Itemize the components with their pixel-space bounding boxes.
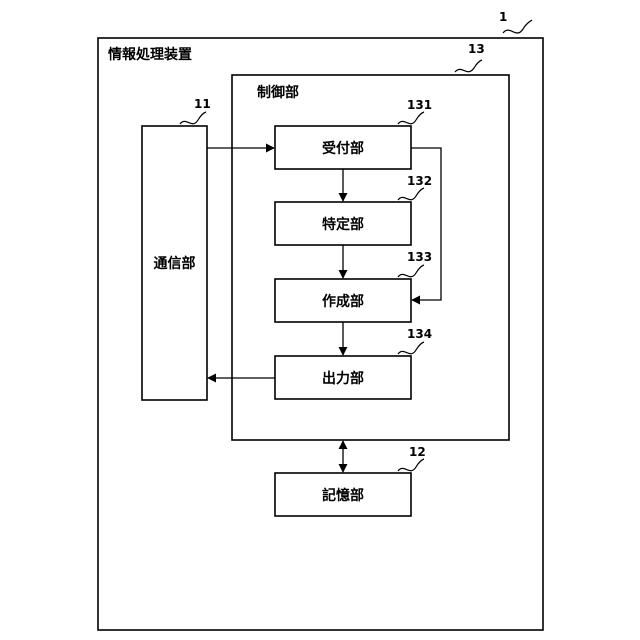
control-ref-number: 13 (468, 42, 485, 56)
output-unit-label: 出力部 (322, 370, 364, 387)
communication-unit-label: 通信部 (154, 255, 196, 272)
identification-unit-label: 特定部 (322, 216, 364, 233)
device-ref-number: 1 (499, 10, 507, 24)
reception-ref-number: 131 (407, 98, 432, 112)
creation-ref-number: 133 (407, 250, 432, 264)
identification-ref-number: 132 (407, 174, 432, 188)
communication-ref-number: 11 (194, 97, 211, 111)
storage-ref-number: 12 (409, 445, 426, 459)
information-processing-device-label: 情報処理装置 (108, 46, 192, 63)
control-unit-label: 制御部 (257, 84, 299, 101)
reception-unit-label: 受付部 (322, 140, 364, 157)
output-ref-number: 134 (407, 327, 432, 341)
storage-unit-label: 記憶部 (322, 487, 364, 504)
creation-unit-label: 作成部 (322, 293, 364, 310)
